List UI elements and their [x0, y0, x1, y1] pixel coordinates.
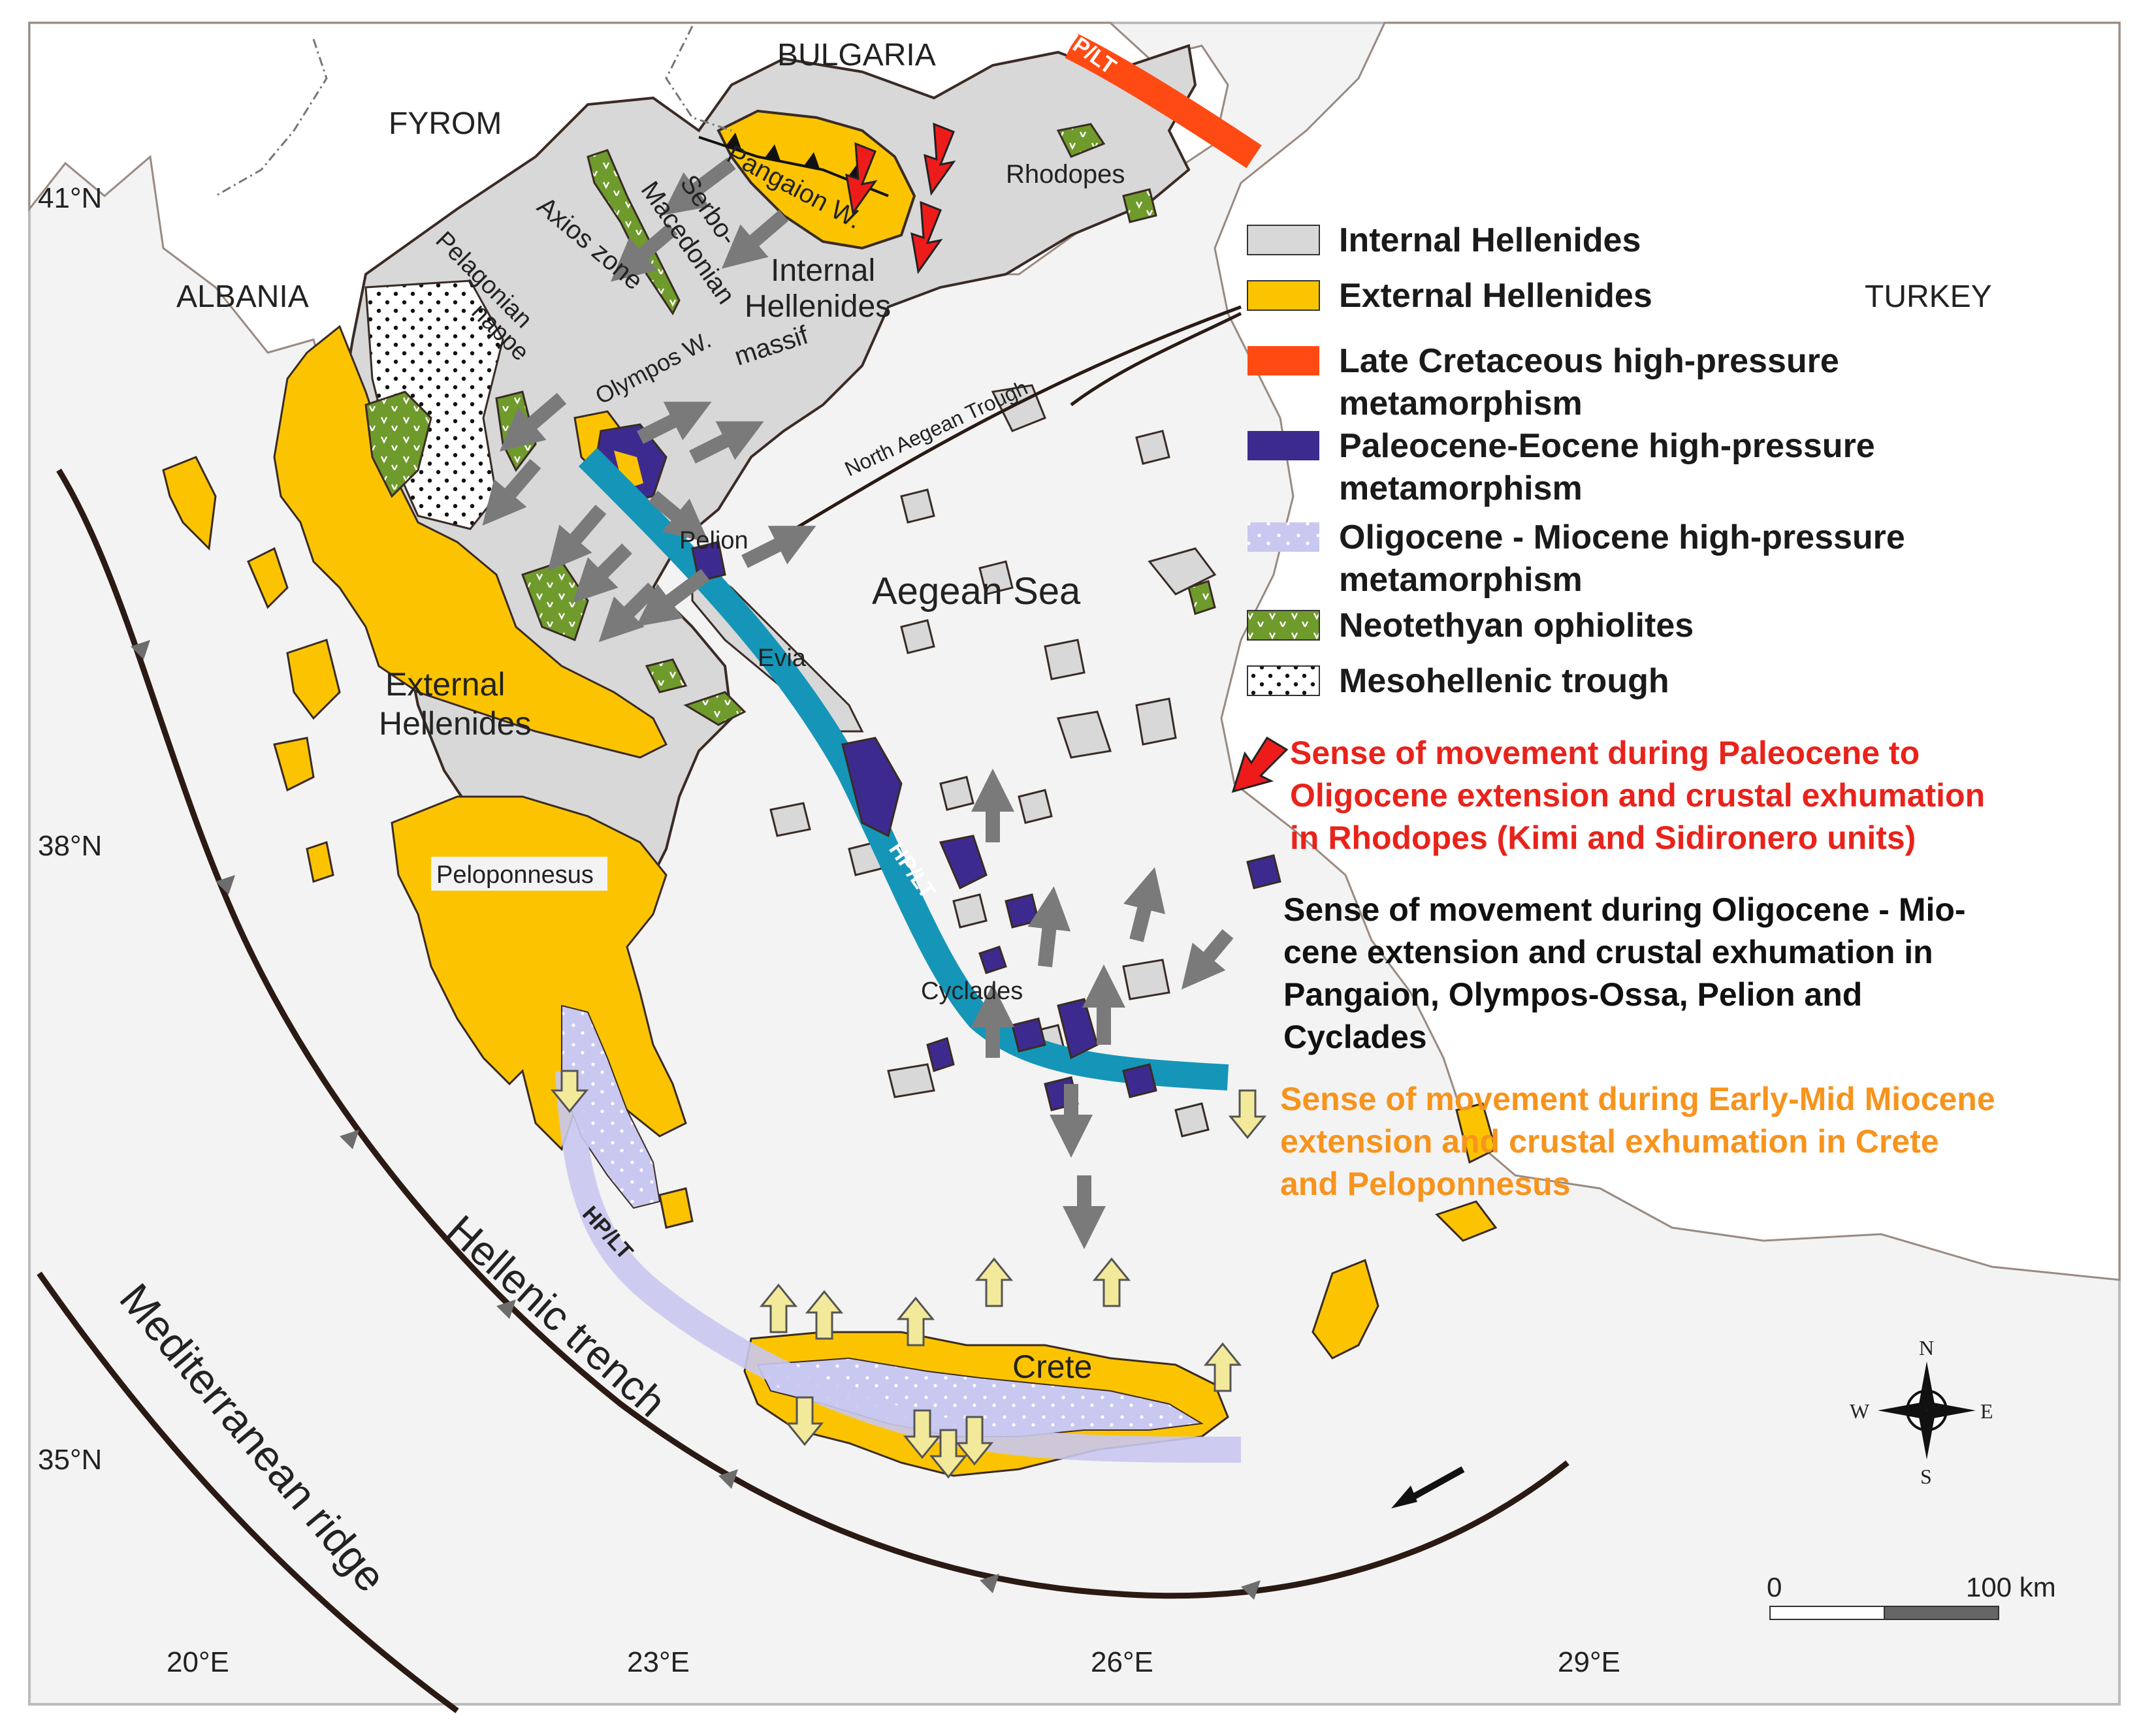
lat-35: 35°N — [38, 1444, 102, 1476]
lat-38: 38°N — [38, 830, 102, 862]
note-black: Sense of movement during Oligocene - Mio… — [1283, 891, 1966, 1055]
label-pelion: Pelion — [679, 527, 748, 554]
label-external2: Hellenides — [379, 705, 531, 742]
compass-icon: N S W E — [1850, 1336, 1993, 1488]
label-aegean: Aegean Sea — [872, 570, 1081, 613]
lat-41: 41°N — [38, 182, 102, 214]
legend-swatch-external — [1247, 280, 1320, 311]
yellow-movement-arrows — [550, 1070, 1242, 1479]
note-red-arrow-icon — [1231, 736, 1289, 793]
ophiolite-argolis — [683, 691, 747, 726]
gray-movement-arrows — [482, 157, 1234, 1249]
legend-label-ophiolite: Neotethyan ophiolites — [1339, 607, 1694, 645]
lon-26: 26°E — [1091, 1646, 1153, 1678]
note-red-line-2: Oligocene extension and crustal exhumati… — [1290, 777, 1985, 814]
island-lefkada — [247, 547, 289, 609]
ophiolite-east — [1122, 188, 1157, 223]
label-bulgaria: BULGARIA — [777, 38, 936, 72]
island-corfu — [162, 456, 217, 551]
north-aegean-trough — [782, 305, 1242, 537]
note-black-line-2: cene extension and crustal exhumation in — [1283, 934, 1933, 970]
legend-swatch-late-cretaceous — [1247, 346, 1319, 375]
legend-label-oligocene-miocene: Oligocene - Miocene high-pressure — [1339, 518, 1905, 556]
red-movement-arrows — [845, 122, 956, 274]
lon-23: 23°E — [627, 1646, 690, 1678]
note-orange: Sense of movement during Early-Mid Mioce… — [1228, 1081, 1995, 1202]
note-red: Sense of movement during Paleocene to Ol… — [1231, 735, 1985, 856]
note-orange-line-1: Sense of movement during Early-Mid Mioce… — [1280, 1081, 1995, 1117]
legend-label-late-cretaceous-2: metamorphism — [1339, 385, 1583, 422]
label-cyclades: Cyclades — [921, 978, 1023, 1005]
legend-swatch-ophiolite — [1247, 610, 1320, 641]
mediterranean-ridge — [37, 1271, 459, 1713]
peloponnesus-label-bg — [431, 857, 607, 891]
label-fyrom: FYROM — [389, 106, 502, 141]
land-turkey — [1214, 22, 2121, 1281]
island-kythira — [658, 1187, 694, 1229]
lon-29: 29°E — [1558, 1646, 1620, 1678]
legend-label-internal: Internal Hellenides — [1339, 221, 1641, 259]
hp-lt-belt-rhodope — [1065, 33, 1262, 168]
legend-label-late-cretaceous: Late Cretaceous high-pressure — [1339, 342, 1839, 380]
border-bulgaria — [665, 25, 732, 132]
compass-n: N — [1919, 1336, 1934, 1360]
label-turkey: TURKEY — [1865, 279, 1992, 314]
hp-lt-belt-hellenic — [555, 1070, 1242, 1463]
compass-w: W — [1850, 1399, 1870, 1423]
legend-swatch-paleocene-eocene — [1247, 431, 1319, 460]
label-peloponnesus: Peloponnesus — [436, 861, 594, 889]
legend-label-paleocene-eocene: Paleocene-Eocene high-pressure — [1339, 427, 1875, 465]
legend-label-external: External Hellenides — [1339, 277, 1652, 315]
note-black-line-3: Pangaion, Olympos-Ossa, Pelion and — [1283, 976, 1862, 1013]
pangaion-window — [716, 109, 916, 250]
note-red-line-1: Sense of movement during Paleocene to — [1290, 735, 1920, 771]
label-internal2: Hellenides — [745, 289, 891, 324]
north-aegean-trough-2 — [1070, 311, 1242, 407]
ophiolite-lesvos — [1187, 580, 1216, 615]
island-ithaca — [306, 841, 334, 883]
note-red-line-3: in Rhodopes (Kimi and Sidironero units) — [1290, 820, 1916, 856]
legend-swatch-oligocene-miocene — [1247, 522, 1319, 552]
strike-slip-arrow-head — [1391, 1486, 1417, 1508]
ophiolite-pelagonian — [364, 390, 432, 498]
island-kefalonia — [286, 639, 341, 720]
note-orange-line-3: and Peloponnesus — [1280, 1166, 1571, 1202]
scale-end: 100 km — [1966, 1572, 2056, 1602]
label-crete: Crete — [1012, 1348, 1092, 1385]
label-albania: ALBANIA — [176, 279, 309, 314]
legend-swatch-internal — [1247, 225, 1320, 255]
note-orange-line-2: extension and crustal exhumation in Cret… — [1280, 1123, 1939, 1160]
island-zakynthos — [273, 737, 315, 792]
legend-label-oligocene-miocene-2: metamorphism — [1339, 561, 1583, 599]
note-orange-arrow-icon — [1228, 1089, 1267, 1139]
label-internal1: Internal — [771, 253, 875, 288]
label-evia: Evia — [758, 645, 807, 672]
legend-label-paleocene-eocene-2: metamorphism — [1339, 470, 1583, 507]
aegean-islands — [769, 384, 1217, 1138]
hp-lt-belt-cycladic — [578, 447, 1229, 1090]
note-black-line-4: Cyclades — [1283, 1019, 1427, 1055]
island-karpathos — [1455, 1102, 1497, 1164]
lon-20: 20°E — [167, 1646, 229, 1678]
legend: Internal Hellenides External Hellenides … — [1247, 221, 1905, 700]
scale-bar: 0 100 km — [1767, 1572, 2056, 1620]
ophiolite-rhodope — [1056, 123, 1106, 158]
border-fyrom — [215, 39, 328, 197]
legend-label-mesohellenic: Mesohellenic trough — [1339, 662, 1669, 700]
ophiolite-evia — [645, 658, 688, 693]
compass-e: E — [1980, 1399, 1993, 1423]
trench-teeth — [131, 640, 1261, 1600]
island-rhodes — [1311, 1258, 1379, 1360]
note-black-line-1: Sense of movement during Oligocene - Mio… — [1283, 891, 1966, 928]
scale-start: 0 — [1767, 1572, 1782, 1602]
label-external1: External — [385, 666, 505, 703]
label-rhodopes: Rhodopes — [1006, 160, 1125, 189]
compass-s: S — [1920, 1465, 1932, 1488]
legend-swatch-mesohellenic — [1247, 665, 1320, 696]
island-kos — [1435, 1200, 1498, 1242]
